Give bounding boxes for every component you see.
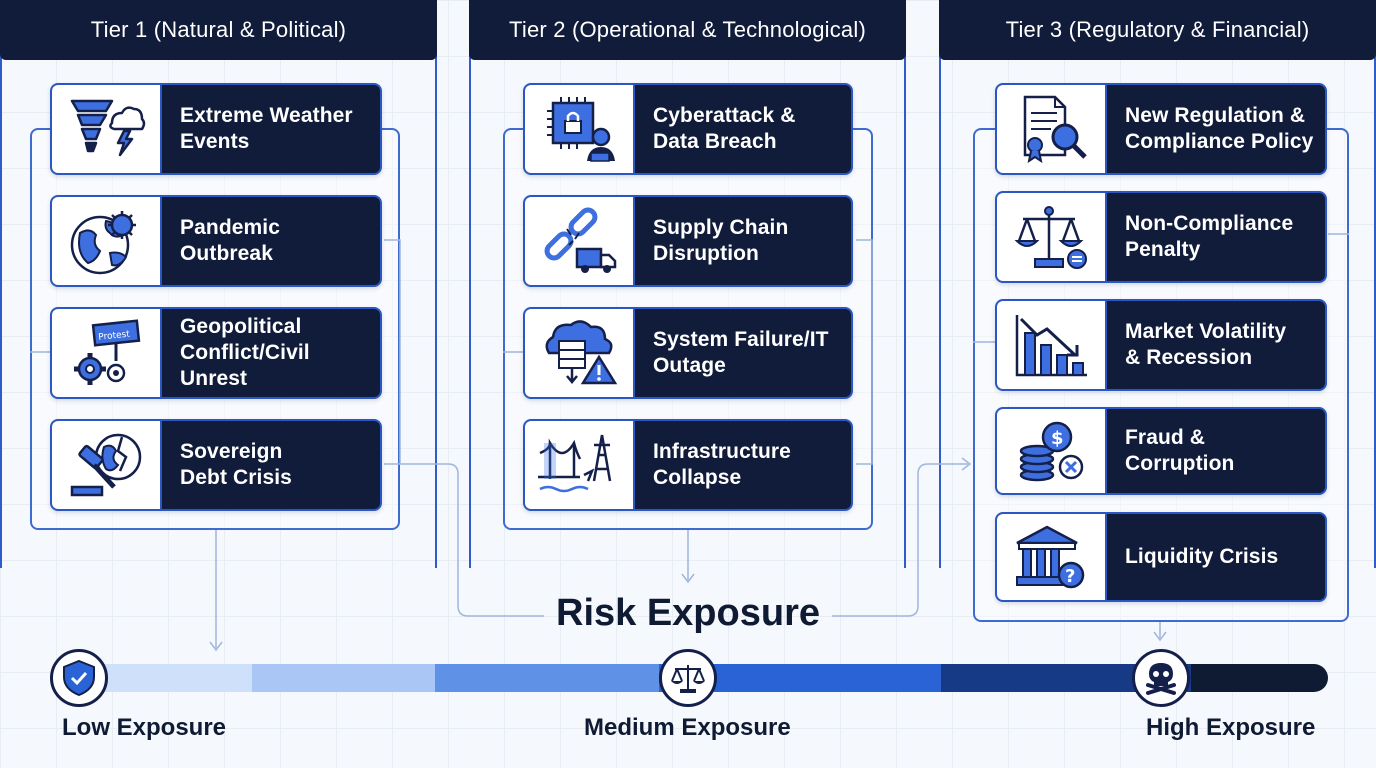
card-cyberattack[interactable]: Cyberattack &Data Breach [523,83,853,175]
declining-chart-icon [997,301,1107,389]
medium-exposure-label: Medium Exposure [584,714,791,741]
broken-chain-truck-icon [525,197,635,285]
bar-segment [1191,664,1328,692]
card-label: New Regulation &Compliance Policy [1125,104,1314,153]
tier-2-header: Tier 2 (Operational & Technological) [469,0,906,60]
tier-1-column: Tier 1 (Natural & Political) [0,0,437,568]
tier-2-column: Tier 2 (Operational & Technological) [469,0,906,568]
tier-1-header: Tier 1 (Natural & Political) [0,0,437,60]
bar-segment [252,664,435,692]
card-liquidity[interactable]: ? Liquidity Crisis [995,512,1327,602]
tier-3-column: Tier 3 (Regulatory & Financial) [939,0,1376,568]
skull-crossbones-icon [1146,663,1176,695]
cloud-server-warning-icon [525,309,635,397]
bridge-tower-collapse-icon [525,421,635,509]
high-exposure-marker [1132,649,1190,707]
protest-gears-icon: Protest [52,309,162,397]
svg-text:?: ? [1065,566,1075,587]
svg-text:$: $ [1051,428,1064,449]
bar-segment [435,664,659,692]
high-exposure-label: High Exposure [1146,714,1316,741]
globe-virus-icon [52,197,162,285]
scales-fine-icon [997,193,1107,281]
card-new-regulation[interactable]: New Regulation &Compliance Policy [995,83,1327,175]
tornado-storm-icon [52,85,162,173]
coins-cancel-icon: $ [997,409,1107,493]
low-exposure-marker [50,649,108,707]
scales-icon [671,665,705,693]
document-magnifier-icon [997,85,1107,173]
shield-check-icon [63,659,95,697]
card-label: Cyberattack &Data Breach [653,104,796,153]
low-exposure-label: Low Exposure [62,714,227,741]
risk-exposure-title: Risk Exposure [556,592,820,634]
card-fraud[interactable]: $ Fraud & Corruption [995,407,1327,495]
chip-lock-hacker-icon [525,85,635,173]
gavel-cracked-globe-icon [52,421,162,509]
svg-text:Protest: Protest [98,330,131,343]
card-label: Liquidity Crisis [1125,545,1279,568]
tier-3-header: Tier 3 (Regulatory & Financial) [939,0,1376,60]
medium-exposure-marker [659,649,717,707]
card-market-volatility[interactable]: Market Volatility& Recession [995,299,1327,391]
card-label: Market Volatility& Recession [1125,320,1287,369]
card-label: Fraud & Corruption [1125,426,1235,475]
bank-question-icon: ? [997,514,1107,600]
